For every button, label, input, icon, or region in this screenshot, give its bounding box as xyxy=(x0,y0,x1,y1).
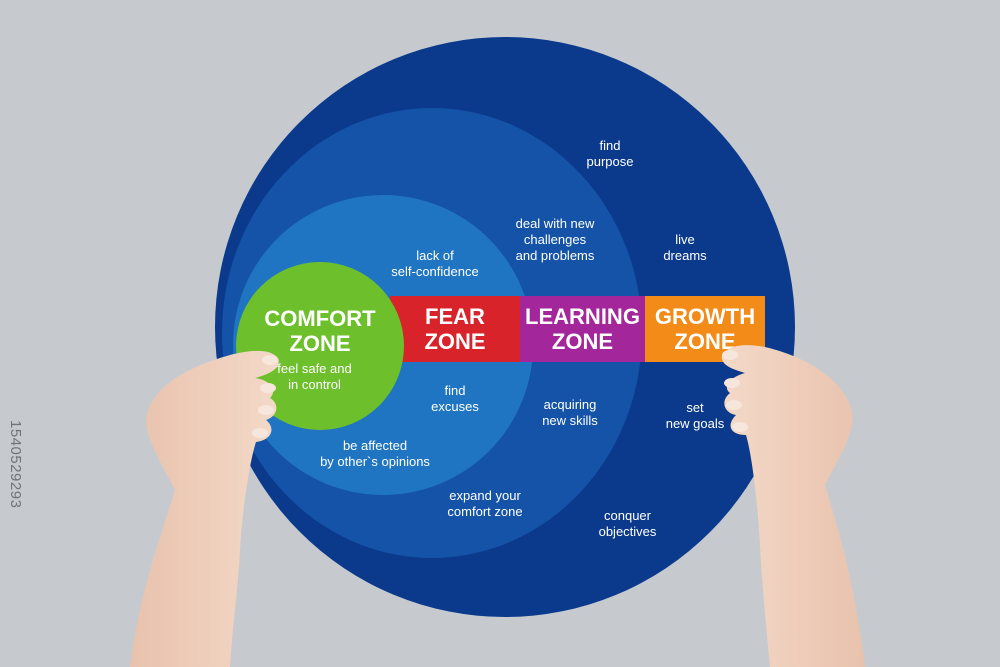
fear-zone-band: FEAR ZONE xyxy=(390,296,520,362)
note-expand-comfort-zone: expand your comfort zone xyxy=(447,488,523,519)
fear-zone-label: FEAR ZONE xyxy=(424,304,486,354)
note-live-dreams: live dreams xyxy=(663,232,707,263)
note-affected-by-opinions: be affected by other`s opinions xyxy=(320,438,430,469)
note-lack-of-confidence: lack of self-confidence xyxy=(391,248,479,279)
note-deal-with-challenges: deal with new challenges and problems xyxy=(515,216,595,263)
note-find-excuses: find excuses xyxy=(431,383,479,414)
stock-id-text: 1540529293 xyxy=(7,420,24,509)
note-set-goals: set new goals xyxy=(665,400,725,431)
learning-zone-label: LEARNING ZONE xyxy=(525,304,640,354)
stock-id-watermark: 1540529293 xyxy=(0,420,30,650)
comfort-zone-label: COMFORT ZONE xyxy=(264,306,376,356)
note-acquiring-skills: acquiring new skills xyxy=(542,397,598,428)
note-conquer-objectives: conquer objectives xyxy=(598,508,657,539)
note-feel-safe: feel safe and in control xyxy=(277,361,352,392)
growth-zone-label: GROWTH ZONE xyxy=(654,304,756,354)
left-hand-image xyxy=(130,350,279,667)
right-hand-image xyxy=(721,345,865,667)
note-find-purpose: find purpose xyxy=(586,138,634,169)
learning-zone-band: LEARNING ZONE xyxy=(520,296,645,362)
